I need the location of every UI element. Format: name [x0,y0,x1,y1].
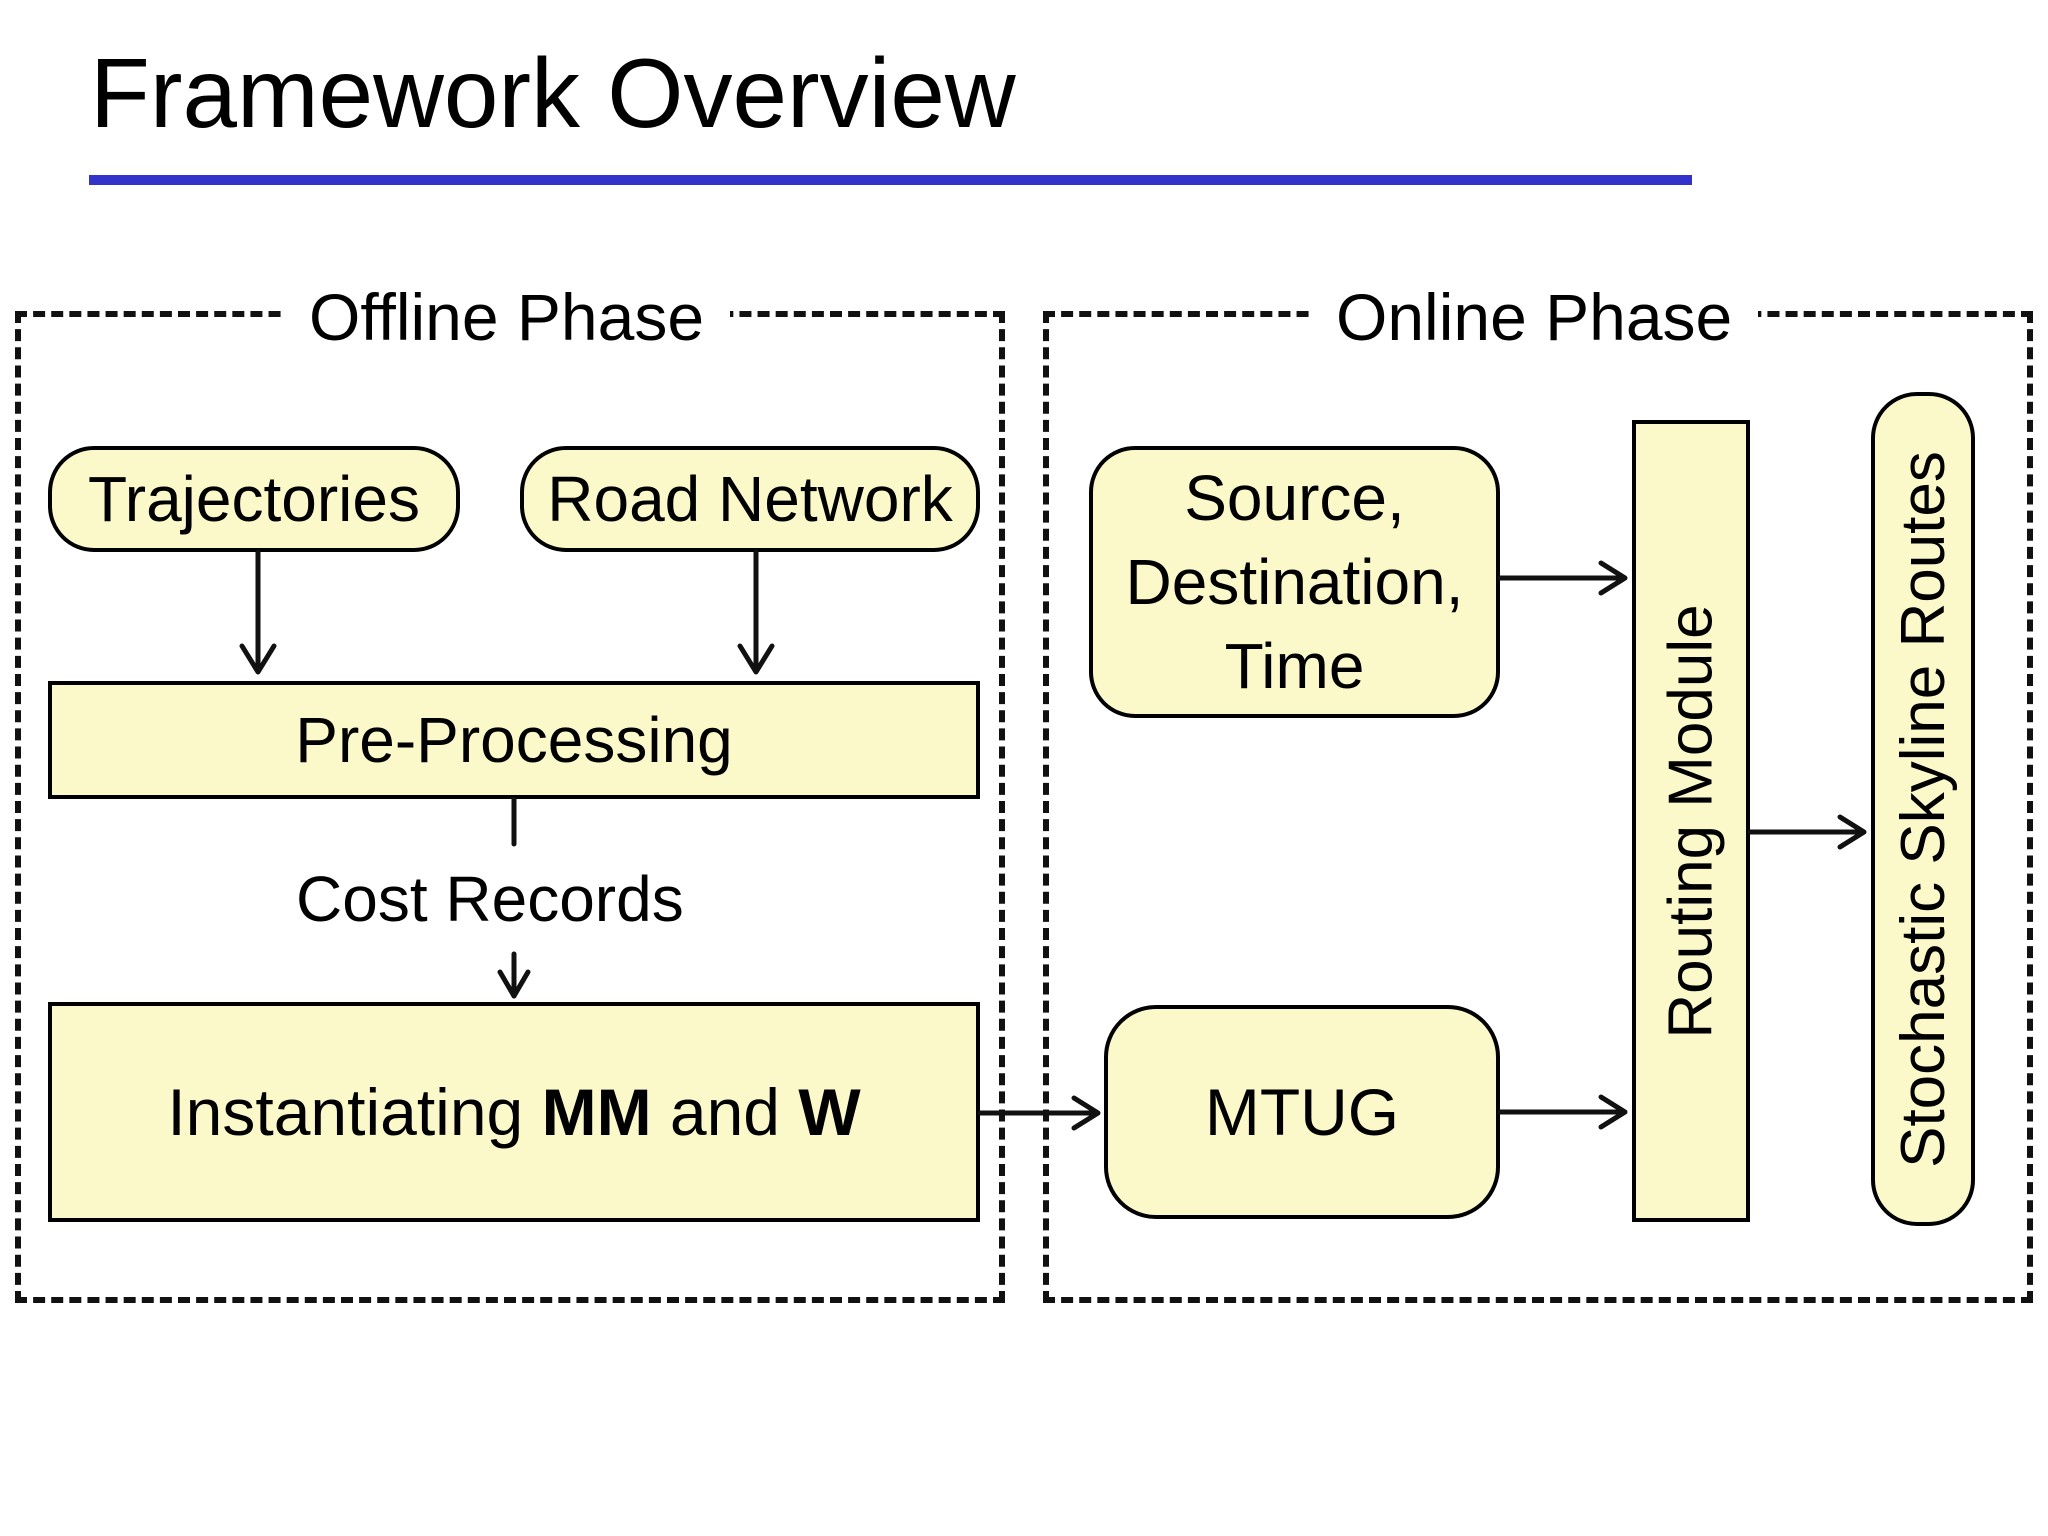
title-underline [89,175,1692,185]
arrowhead-road-network [737,643,775,675]
arrowhead-mtug [1071,1095,1101,1131]
online-phase-region: Online Phase [1043,275,2033,1303]
query-line-time: Time [1224,630,1365,702]
query-line-source: Source, [1184,462,1405,534]
slide-title: Framework Overview [90,38,1016,148]
arrowhead-mtug-routing [1598,1094,1628,1130]
road-network-label: Road Network [547,463,953,535]
mtug-node: MTUG [1104,1005,1500,1219]
offline-phase-label: Offline Phase [283,275,731,359]
instantiating-node: Instantiating MM and W [48,1002,980,1222]
trajectories-label: Trajectories [88,463,420,535]
offline-phase-region: Offline Phase [15,275,1005,1303]
instantiating-label: Instantiating MM and W [167,1074,860,1150]
mtug-label: MTUG [1204,1075,1400,1149]
routing-module-node: Routing Module [1632,420,1750,1222]
query-line-destination: Destination, [1125,546,1464,618]
mm-symbol: MM [541,1075,652,1149]
road-network-node: Road Network [520,446,980,552]
stochastic-skyline-routes-node: Stochastic Skyline Routes [1871,392,1975,1226]
arrowhead-query [1598,560,1628,596]
instantiating-prefix: Instantiating [167,1075,542,1149]
arrowhead-trajectories [239,643,277,675]
arrowhead-cost-records [497,969,531,999]
arrowhead-skyline [1837,814,1867,850]
query-input-node: Source, Destination, Time [1089,446,1500,718]
w-symbol: W [798,1075,861,1149]
cost-records-label: Cost Records [296,863,684,935]
online-phase-label: Online Phase [1310,275,1759,359]
instantiating-middle: and [651,1075,799,1149]
trajectories-node: Trajectories [48,446,460,552]
pre-processing-label: Pre-Processing [295,704,733,776]
